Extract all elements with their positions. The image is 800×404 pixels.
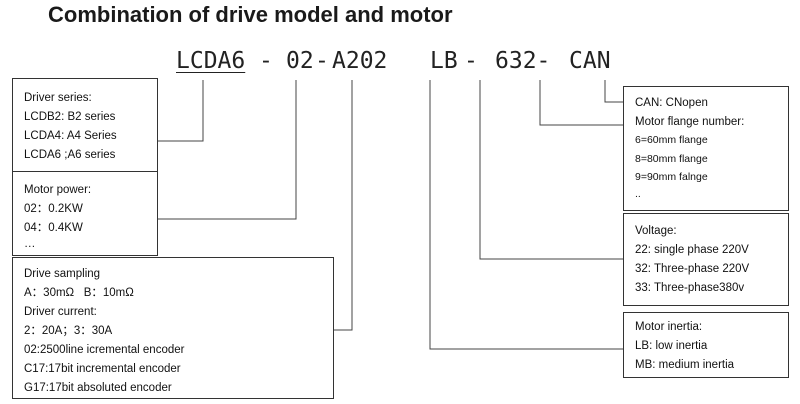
connector-flange — [539, 80, 623, 126]
box-line: LCDB2: B2 series — [24, 111, 116, 123]
box-heading: Drive sampling — [24, 268, 101, 280]
box-line: 8=80mm flange — [635, 152, 708, 165]
connector-voltage — [479, 80, 623, 260]
model-code-inertia: LB — [430, 48, 458, 74]
box-line: 9=90mm falnge — [635, 171, 708, 183]
box-line: 04：0.4KW — [24, 222, 83, 234]
box-line: 22: single phase 220V — [635, 244, 749, 256]
motor-inertia-box: Motor inertia: LB: low inertia MB: mediu… — [623, 312, 789, 378]
model-code-voltage-flange: 632- — [495, 48, 551, 74]
box-line: 32: Three-phase 220V — [635, 263, 750, 275]
box-line: LB: low inertia — [635, 340, 708, 352]
box-line: MB: medium inertia — [635, 359, 735, 371]
connector-can — [604, 80, 623, 103]
box-line: .. — [635, 187, 641, 200]
box-line: … — [24, 238, 36, 250]
box-line: 02：0.2KW — [24, 203, 83, 215]
model-code-power: 02 — [286, 48, 314, 74]
box-heading: Voltage: — [635, 225, 677, 237]
box-heading: Motor inertia: — [635, 321, 703, 333]
box-heading: Motor flange number: — [635, 115, 745, 128]
box-line: LCDA6 ;A6 series — [24, 149, 116, 161]
model-code-can: CAN — [569, 48, 611, 74]
box-line: 33: Three-phase380v — [635, 282, 745, 294]
box-line: C17:17bit incremental encoder — [24, 363, 181, 375]
connector-sampling — [334, 80, 353, 331]
box-heading: Driver current: — [24, 306, 97, 318]
box-line: 6=60mm flange — [635, 134, 708, 146]
box-line: A：30mΩ B：10mΩ — [24, 287, 134, 299]
box-line: 2：20A；3：30A — [24, 325, 113, 337]
motor-power-box: Motor power: 02：0.2KW 04：0.4KW … — [12, 171, 158, 256]
box-heading: Driver series: — [24, 92, 92, 104]
model-code-dash: - — [315, 48, 329, 74]
box-line: LCDA4: A4 Series — [24, 130, 117, 142]
model-code-sampling: A202 — [332, 48, 388, 74]
can-flange-box: CAN: CNopen Motor flange number: 6=60mm … — [623, 86, 789, 211]
box-line: 02:2500line icremental encoder — [24, 344, 185, 356]
box-heading: Motor power: — [24, 184, 92, 196]
box-line: G17:17bit absoluted encoder — [24, 382, 172, 394]
box-line: CAN: CNopen — [635, 97, 708, 109]
model-code-dash: - — [259, 48, 273, 74]
voltage-box: Voltage: 22: single phase 220V 32: Three… — [623, 213, 789, 306]
connector-series — [158, 80, 204, 142]
connector-power — [158, 80, 297, 220]
model-code-series: LCDA6 — [176, 48, 246, 74]
connector-inertia — [429, 80, 623, 350]
diagram-title: Combination of drive model and motor — [48, 2, 453, 27]
driver-series-box: Driver series: LCDB2: B2 series LCDA4: A… — [12, 78, 158, 172]
model-code-dash: - — [464, 48, 478, 74]
drive-sampling-box: Drive sampling A：30mΩ B：10mΩ Driver curr… — [12, 257, 334, 399]
